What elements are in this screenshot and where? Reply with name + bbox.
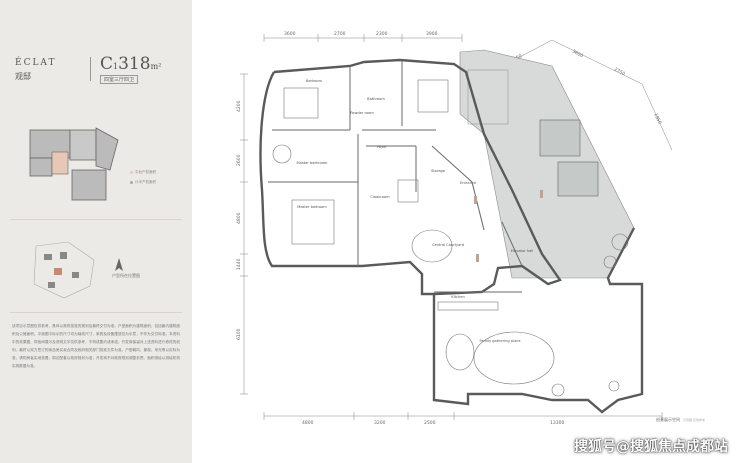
watermark: 搜狐号@搜狐焦点成都站 xyxy=(574,439,728,455)
key-plan-block xyxy=(69,129,97,161)
key-plan-highlight xyxy=(51,151,69,175)
room-label: Bedroom xyxy=(306,79,323,83)
dimension-lines xyxy=(240,34,673,420)
room-label: Family gathering place xyxy=(480,339,522,343)
building-block xyxy=(48,282,55,288)
legend-item-platform: 平台产权面积 xyxy=(130,170,156,175)
furniture xyxy=(272,79,629,397)
key-plan-block xyxy=(29,157,53,177)
brand-logo-cn: 观邸 xyxy=(15,72,31,81)
key-plan-block xyxy=(71,169,107,201)
key-plan-wing xyxy=(95,127,119,171)
dimension-label-left: 6100 xyxy=(236,328,242,340)
legend-dot xyxy=(130,170,133,174)
dimension-label-diag: 3600 xyxy=(571,48,584,59)
tree-icon xyxy=(608,380,620,392)
section-divider xyxy=(10,219,182,220)
plan-caption: 创意展示空间示意图 仅供参考 xyxy=(656,417,705,423)
legend-dot xyxy=(130,180,133,184)
north-arrow-icon xyxy=(115,258,123,271)
layout-tag: 四室三厅四卫 xyxy=(100,75,139,84)
unit-area: 318 xyxy=(118,54,151,74)
unit-area-unit: m² xyxy=(150,62,162,71)
tree-icon xyxy=(603,255,617,269)
dimension-label-top: 3900 xyxy=(426,31,438,37)
elevator-core-shading xyxy=(459,49,635,279)
key-plan-thumbnail xyxy=(29,127,119,201)
dimension-label-diag: 2750 xyxy=(613,66,626,77)
floor-plan: 3600 2700 2300 3900 4800 3200 2500 13300… xyxy=(236,31,673,426)
elevator-shaft xyxy=(539,119,581,157)
room-label: Storage xyxy=(431,169,446,173)
title-divider xyxy=(90,57,91,81)
dimension-label-left: 1440 xyxy=(236,258,242,270)
dining-table-icon xyxy=(397,179,419,203)
room-label: Central Courtyard xyxy=(432,243,464,247)
bed-icon xyxy=(417,79,449,113)
bathtub-icon xyxy=(272,144,292,164)
room-label: Master bedroom xyxy=(297,205,327,209)
room-label: Elevator hall xyxy=(511,249,534,253)
model-code: C xyxy=(100,54,114,74)
accent-marks xyxy=(474,190,543,262)
model-sub: 1 xyxy=(113,62,119,71)
info-sidebar: ÉCLAT 观邸 C1318m² 四室三厅四卫 平台产权面积 计半产权面积 户型… xyxy=(0,0,192,463)
dimension-label-top: 3600 xyxy=(284,31,296,37)
legend-item-half: 计半产权面积 xyxy=(130,180,156,185)
sofa-icon xyxy=(445,333,475,371)
unit-model-title: C1318m² xyxy=(100,54,161,74)
building-block xyxy=(60,252,67,259)
dimension-label-left: 4800 xyxy=(236,212,242,224)
kitchen-counter-icon xyxy=(437,301,499,311)
dimension-label-bottom: 2500 xyxy=(424,420,436,426)
room-label: Powder room xyxy=(350,111,374,115)
brand-logo-en: ÉCLAT xyxy=(15,58,57,68)
building-block-highlight xyxy=(54,268,62,275)
disclaimer-text: 该项目示意图仅供参考，具体以政府批准的规划及最终交付为准，户型面积为建筑面积，包… xyxy=(12,324,180,368)
room-label: Kitchen xyxy=(451,295,465,299)
legend-label: 平台产权面积 xyxy=(135,170,156,174)
room-label: Master bathroom xyxy=(297,161,328,165)
legend-label: 计半产权面积 xyxy=(135,180,156,184)
elevator-shaft xyxy=(557,161,599,197)
interior-walls xyxy=(268,60,523,293)
dimension-label-bottom: 13300 xyxy=(550,420,564,426)
room-label: Entrance xyxy=(460,181,477,185)
stair-block xyxy=(467,69,509,125)
dimension-label-left: 4200 xyxy=(236,100,242,112)
dimension-label-top: 2700 xyxy=(334,31,346,37)
room-label: Foyer xyxy=(377,145,387,149)
section-divider xyxy=(10,312,182,313)
dimension-label-diag: 1950 xyxy=(652,112,662,125)
tree-icon xyxy=(551,383,565,397)
site-location-map xyxy=(33,241,95,299)
dimension-label-bottom: 4800 xyxy=(302,420,314,426)
bed-icon xyxy=(283,87,319,119)
tree-icon xyxy=(611,233,629,251)
dimension-label-bottom: 3200 xyxy=(374,420,386,426)
building-block xyxy=(44,254,52,260)
dimension-label-left: 2600 xyxy=(236,154,242,166)
room-label: Bathroom xyxy=(367,97,385,101)
dimension-label-top: 2300 xyxy=(376,31,388,37)
bed-icon xyxy=(291,199,335,245)
building-block xyxy=(72,272,79,278)
site-outline xyxy=(33,241,95,299)
location-caption: 户型所在位置图 xyxy=(112,273,140,278)
family-table-icon xyxy=(473,331,555,385)
round-table-icon xyxy=(411,229,453,263)
room-label: Cloakroom xyxy=(370,195,390,199)
caption-sub: 示意图 仅供参考 xyxy=(683,418,705,422)
caption-title: 创意展示空间 xyxy=(656,417,680,422)
